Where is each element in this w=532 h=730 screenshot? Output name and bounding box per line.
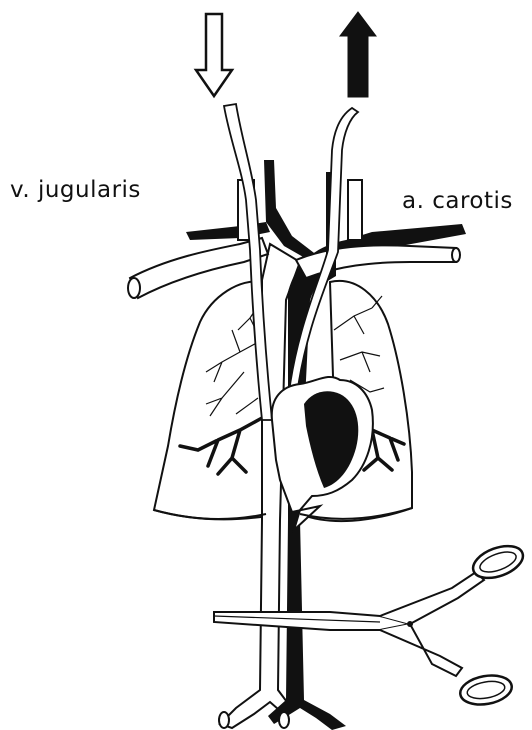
carotis-stub [348, 180, 362, 240]
inflow-arrow-icon [196, 14, 232, 96]
bottom-right-stub [279, 712, 289, 728]
outflow-arrow-icon [340, 12, 376, 97]
bottom-left-stub [219, 712, 229, 728]
right-branch-stub [452, 248, 460, 262]
left-branch-stub [128, 278, 140, 298]
